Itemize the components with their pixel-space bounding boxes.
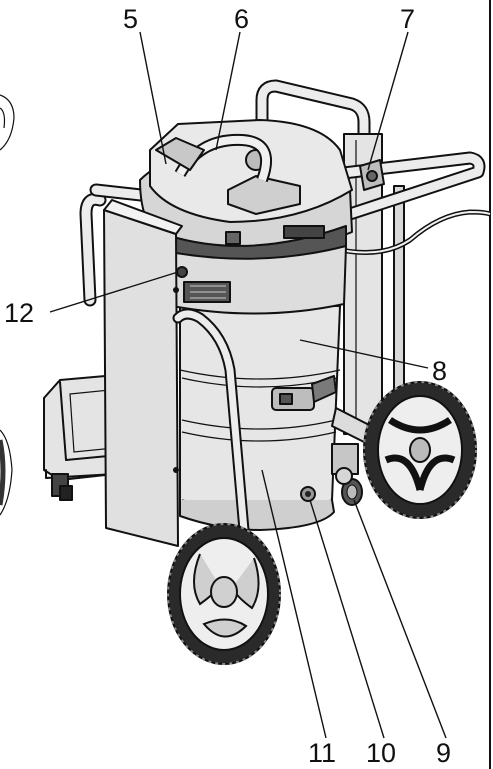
callout-5: 5 xyxy=(123,4,138,34)
callout-9: 9 xyxy=(436,738,451,768)
front-panel xyxy=(103,199,188,547)
leader-12 xyxy=(49,271,179,313)
front-left-wheel xyxy=(167,523,281,665)
leader-10 xyxy=(309,499,385,739)
tank-latch xyxy=(271,375,337,411)
callout-7: 7 xyxy=(400,4,415,34)
leader-7 xyxy=(367,31,409,171)
callout-11: 11 xyxy=(308,738,336,768)
leader-9 xyxy=(353,499,447,739)
collection-tank xyxy=(179,305,341,531)
callout-8: 8 xyxy=(432,356,447,386)
leader-8 xyxy=(299,339,429,369)
rear-handle xyxy=(255,79,371,267)
callout-10: 10 xyxy=(366,738,396,768)
callout-labels: 5 6 7 8 12 11 10 9 xyxy=(4,4,451,768)
leader-6 xyxy=(215,31,241,151)
callout-12: 12 xyxy=(4,298,34,328)
leader-11 xyxy=(261,469,327,739)
front-handle-tube xyxy=(79,151,486,307)
carry-handle xyxy=(155,133,272,183)
leader-5 xyxy=(139,31,167,165)
adjacent-figure-fragment xyxy=(0,94,15,516)
leader-lines xyxy=(49,31,447,739)
callout-6: 6 xyxy=(234,4,249,34)
drain-plug xyxy=(300,486,316,502)
rear-right-wheel xyxy=(363,381,477,519)
caster-wheel xyxy=(331,443,363,506)
hose-hook xyxy=(359,159,385,191)
